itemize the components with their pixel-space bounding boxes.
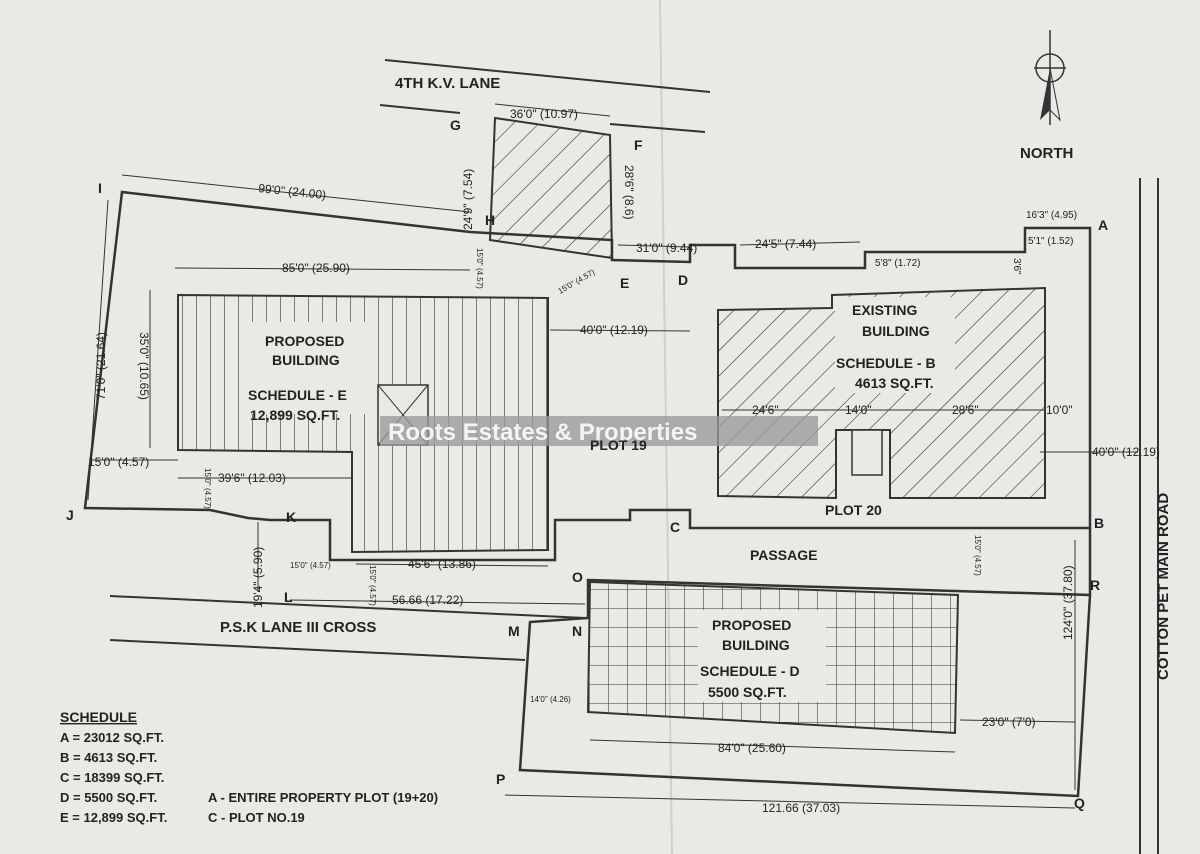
schedule-title: SCHEDULE xyxy=(60,709,137,725)
dim-br: 124'0" (37.80) xyxy=(1061,565,1075,640)
point-n: N xyxy=(572,623,582,639)
block-e-schedule: SCHEDULE - E xyxy=(248,387,347,403)
road-4th-kv-lane: 4TH K.V. LANE xyxy=(379,59,711,133)
dim-b3: 28'6" xyxy=(952,403,979,417)
point-g: G xyxy=(450,117,461,133)
dim-k-w: 39'6" (12.03) xyxy=(218,471,286,485)
street-label-right: COTTON PET MAIN ROAD xyxy=(1155,493,1172,680)
dim-br-small: 15'0" (4.57) xyxy=(973,535,982,576)
dim-de: 31'0" (9.44) xyxy=(636,241,697,255)
street-label-bottom: P.S.K LANE III CROSS xyxy=(220,619,376,636)
watermark-band xyxy=(380,416,818,446)
road-cotton-pet: COTTON PET MAIN ROAD xyxy=(1139,178,1172,854)
schedule-row-b: B = 4613 SQ.FT. xyxy=(60,750,157,765)
schedule-note-c: C - PLOT NO.19 xyxy=(208,810,305,825)
point-j: J xyxy=(66,507,74,523)
point-i: I xyxy=(98,180,102,196)
dim-a-sub: 5'1" (1.52) xyxy=(1028,236,1073,247)
point-l: L xyxy=(284,589,293,605)
north-label: NORTH xyxy=(1020,145,1073,162)
dim-h-small: 15'0" (4.57) xyxy=(475,248,484,289)
point-a: A xyxy=(1098,217,1108,233)
point-labels: A B C D E F G H I J K L M N O P Q R xyxy=(66,117,1108,811)
plot19-label: PLOT 19 xyxy=(590,437,647,453)
point-e: E xyxy=(620,275,629,291)
point-c: C xyxy=(670,519,680,535)
dim-kl-small: 15'0" (4.57) xyxy=(290,561,331,570)
block-e-area: 12,899 SQ.FT. xyxy=(250,407,340,423)
dim-pq: 121.66 (37.03) xyxy=(762,801,840,815)
schedule-row-d: D = 5500 SQ.FT. xyxy=(60,790,157,805)
point-r: R xyxy=(1090,577,1100,593)
schedule-row-e: E = 12,899 SQ.FT. xyxy=(60,810,167,825)
point-p: P xyxy=(496,771,505,787)
dim-fe: 28'6" (8.6) xyxy=(622,165,636,220)
dim-gh: 24'9" (7.54) xyxy=(461,169,475,230)
dim-gap: 40'0" (12.19) xyxy=(580,323,648,337)
dim-lk: 19'4" (5.90) xyxy=(251,547,265,608)
dim-a-top: 16'3" (4.95) xyxy=(1026,210,1077,221)
dim-d-r: 23'0" (7'0) xyxy=(982,715,1036,729)
dim-mp: 14'0" (4.26) xyxy=(530,695,571,704)
dimension-lines xyxy=(87,103,1138,809)
notch-b xyxy=(851,429,883,476)
watermark: Roots Estates & Properties xyxy=(388,419,697,446)
dim-e-bottom: 45'6" (13.86) xyxy=(408,557,476,571)
block-d-title-1: PROPOSED xyxy=(712,617,791,633)
dim-e-wide: 85'0" (25.90) xyxy=(282,261,350,275)
dim-kl-small2: 15'0" (4.57) xyxy=(368,565,377,606)
dim-b2: 14'0" xyxy=(845,403,872,417)
dim-d-w: 84'0" (25.60) xyxy=(718,741,786,755)
block-e-title-1: PROPOSED xyxy=(265,333,344,349)
road-psk-lane: P.S.K LANE III CROSS xyxy=(109,595,586,661)
dim-b4: 10'0" xyxy=(1046,403,1073,417)
label-bg-b xyxy=(835,297,955,393)
dim-lm: 56.66 (17.22) xyxy=(392,593,463,607)
dim-e-left: 35'0" (10.65) xyxy=(137,332,151,400)
schedule-row-a: A = 23012 SQ.FT. xyxy=(60,730,164,745)
dim-ij: 71'0" (21.64) xyxy=(94,332,108,400)
point-b: B xyxy=(1094,515,1104,531)
block-d-area: 5500 SQ.FT. xyxy=(708,684,787,700)
dim-b1: 24'6" xyxy=(752,403,779,417)
point-k: K xyxy=(286,509,296,525)
schedule-legend: SCHEDULE A = 23012 SQ.FT. B = 4613 SQ.FT… xyxy=(60,709,438,825)
plot20-label: PLOT 20 xyxy=(825,502,882,518)
block-e-title-2: BUILDING xyxy=(272,352,340,368)
block-b-area: 4613 SQ.FT. xyxy=(855,375,934,391)
passage-label: PASSAGE xyxy=(750,547,817,563)
label-bg-e xyxy=(250,322,378,414)
point-m: M xyxy=(508,623,520,639)
block-d-title-2: BUILDING xyxy=(722,637,790,653)
dim-k-small: 15'0" (4.57) xyxy=(203,468,212,509)
block-b-title-1: EXISTING xyxy=(852,302,917,318)
dim-k-left: 15'0" (4.57) xyxy=(88,455,149,469)
dim-a-mid: 5'8" (1.72) xyxy=(875,258,920,269)
point-q: Q xyxy=(1074,795,1085,811)
dim-d-seg: 24'5" (7.44) xyxy=(755,237,816,251)
point-f: F xyxy=(634,137,643,153)
block-d-schedule: SCHEDULE - D xyxy=(700,663,800,679)
street-label-top: 4TH K.V. LANE xyxy=(395,75,500,92)
point-o: O xyxy=(572,569,583,585)
dim-a-small: 3'6" xyxy=(1011,258,1022,275)
schedule-row-c: C = 18399 SQ.FT. xyxy=(60,770,164,785)
point-h: H xyxy=(485,212,495,228)
block-b-schedule: SCHEDULE - B xyxy=(836,355,936,371)
north-arrow: NORTH xyxy=(1020,30,1073,162)
block-b-title-2: BUILDING xyxy=(862,323,930,339)
schedule-note-a: A - ENTIRE PROPERTY PLOT (19+20) xyxy=(208,790,438,805)
hatched-wedge xyxy=(488,116,614,260)
point-d: D xyxy=(678,272,688,288)
dim-ab-right: 40'0" (12.19) xyxy=(1092,445,1160,459)
label-bg-d xyxy=(698,610,826,702)
dim-gf: 36'0" (10.97) xyxy=(510,107,578,121)
